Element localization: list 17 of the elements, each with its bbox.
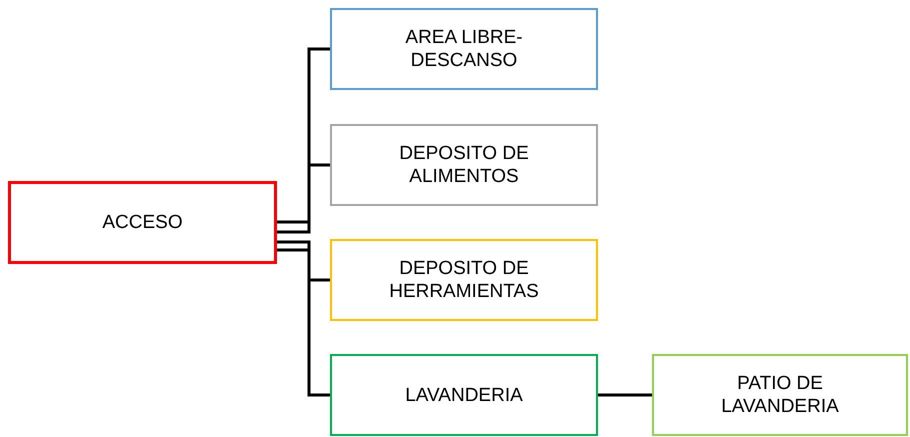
box-label: ACCESO <box>102 211 183 234</box>
process-box <box>330 354 598 436</box>
connector-line <box>277 248 330 396</box>
process-box <box>330 239 598 321</box>
process-box <box>330 8 598 90</box>
box-label: AREA LIBRE-DESCANSO <box>404 26 524 72</box>
connector-line <box>277 48 330 224</box>
box-label: PATIO DE LAVANDERIA <box>720 372 840 418</box>
connector-line <box>277 240 330 282</box>
box-label: LAVANDERIA <box>405 384 523 406</box>
box-label: DEPOSITO DE HERRAMIENTAS <box>388 257 540 303</box>
box-label: DEPOSITO DE ALIMENTOS <box>398 142 530 188</box>
connector-line <box>598 394 652 396</box>
process-box <box>652 354 908 436</box>
process-box <box>8 181 277 264</box>
process-box <box>330 124 598 206</box>
connector-line <box>277 164 330 234</box>
